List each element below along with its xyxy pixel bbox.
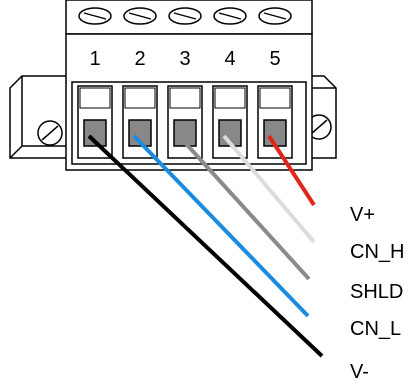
signal-label: CN_H bbox=[350, 241, 404, 263]
signal-label: V+ bbox=[350, 204, 375, 226]
right-screw-icon bbox=[306, 114, 332, 140]
wire-pin-2 bbox=[132, 134, 310, 318]
wire-slot-row bbox=[77, 85, 293, 159]
left-screw-icon bbox=[37, 120, 63, 146]
pin-number-label: 3 bbox=[179, 48, 190, 70]
top-screw-icon bbox=[258, 7, 292, 25]
pin-number-label: 1 bbox=[89, 48, 100, 70]
pin-number-label: 5 bbox=[269, 48, 280, 70]
signal-label-column: V+ CN_H SHLD CN_L V- bbox=[350, 204, 404, 383]
pin-number-label: 4 bbox=[224, 48, 235, 70]
pin-number-row: 1 2 3 4 5 bbox=[89, 48, 280, 70]
wire-pin-3 bbox=[177, 134, 311, 281]
wire-pin-5 bbox=[267, 134, 316, 207]
top-screw-icon bbox=[213, 7, 247, 25]
wire-slot bbox=[122, 85, 158, 159]
wire-slot bbox=[167, 85, 203, 159]
top-screw-icon bbox=[123, 7, 157, 25]
wire-slot bbox=[77, 85, 113, 159]
wire-pin-4 bbox=[222, 134, 316, 244]
signal-label: SHLD bbox=[350, 281, 403, 303]
wire-pin-1 bbox=[87, 134, 324, 358]
signal-label: CN_L bbox=[350, 318, 401, 340]
wire-group bbox=[87, 134, 324, 358]
signal-label: V- bbox=[350, 361, 369, 383]
top-screw-icon bbox=[168, 7, 202, 25]
left-mounting-flange bbox=[9, 75, 69, 159]
wire-slot bbox=[212, 85, 248, 159]
pin-number-label: 2 bbox=[134, 48, 145, 70]
top-screw-row bbox=[78, 7, 292, 25]
top-screw-icon bbox=[78, 7, 112, 25]
